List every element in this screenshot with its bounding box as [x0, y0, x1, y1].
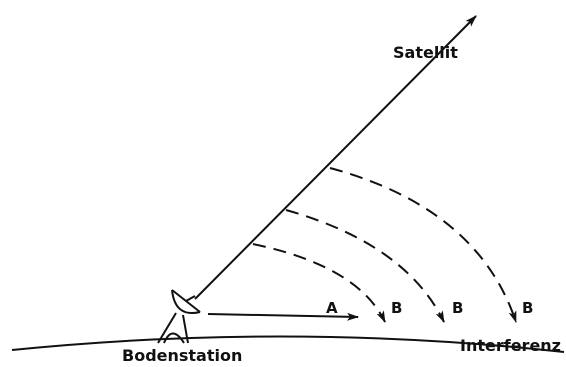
- path-b-label-middle: B: [452, 299, 463, 317]
- satellite-label: Satellit: [393, 43, 458, 62]
- earth-surface-curve: [11, 335, 565, 353]
- path-b-label-outer: B: [522, 299, 533, 317]
- interference-wave-inner: [252, 243, 386, 323]
- interference-wave-middle: [285, 209, 445, 323]
- interference-label: Interferenz: [460, 336, 561, 355]
- satellite-uplink-line: [194, 15, 477, 300]
- ground-station-label: Bodenstation: [122, 346, 242, 365]
- path-b-label-inner: B: [391, 299, 402, 317]
- satellite-dish-icon: [157, 289, 201, 344]
- path-a-label: A: [326, 299, 338, 317]
- interference-wave-outer: [329, 167, 517, 323]
- path-a-arrow: [207, 312, 359, 321]
